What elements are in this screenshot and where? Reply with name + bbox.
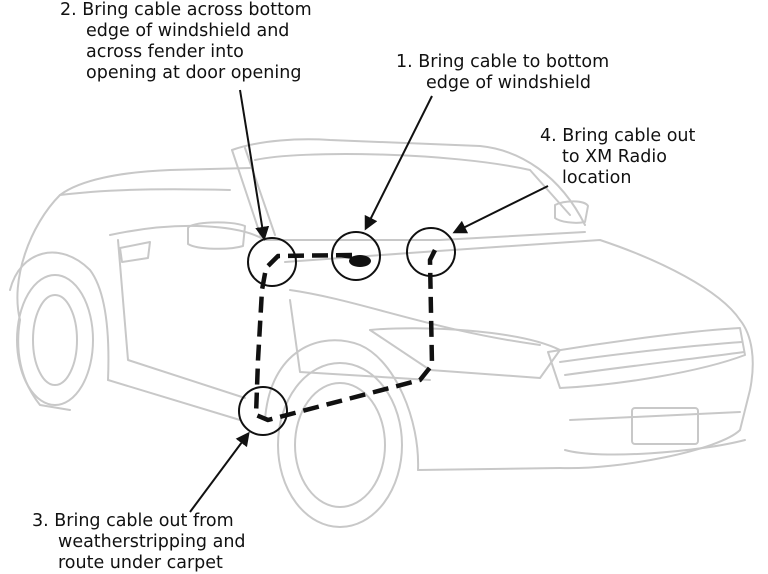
- side-mirror: [187, 221, 246, 250]
- front-wheel-hub: [294, 382, 386, 508]
- leader-arrow-step-1: [364, 95, 433, 231]
- front-bumper: [559, 319, 754, 470]
- circle-step-1: [331, 231, 381, 281]
- circle-step-3: [238, 386, 288, 436]
- circle-step-4: [406, 227, 456, 277]
- front-lower-edge: [417, 467, 561, 471]
- callout-step-4-line-3: location: [562, 168, 632, 188]
- callout-step-3-line-2: weatherstripping and: [58, 532, 246, 552]
- circle-step-2: [247, 237, 297, 287]
- front-wheel-arch: [264, 339, 420, 471]
- car-outline: [9, 138, 754, 528]
- leader-arrow-step-2: [239, 89, 270, 241]
- callout-step-2-line-3: across fender into: [86, 42, 244, 62]
- callout-step-4-line-1: 4. Bring cable out: [540, 126, 696, 146]
- callout-step-2-line-1: 2. Bring cable across bottom: [60, 0, 312, 20]
- rear-wheel-hub: [32, 294, 78, 386]
- door-top-line: [109, 224, 266, 241]
- callout-step-1-line-1: 1. Bring cable to bottom: [396, 52, 610, 72]
- hood-crease: [289, 289, 541, 346]
- front-wheel: [277, 362, 403, 528]
- antenna-puck-icon: [349, 255, 371, 267]
- callout-step-3: 3. Bring cable out from weatherstripping…: [32, 511, 246, 574]
- callout-step-2-line-2: edge of windshield and: [86, 21, 290, 41]
- grille: [547, 327, 746, 389]
- grille-bar-2: [564, 351, 745, 376]
- grille-bar-1: [559, 341, 743, 363]
- windshield-bottom: [264, 231, 586, 241]
- headlight: [369, 329, 561, 379]
- bumper-line: [569, 411, 741, 421]
- car-rear-lower-line: [17, 319, 71, 411]
- callout-step-1: 1. Bring cable to bottom edge of windshi…: [396, 52, 609, 94]
- leader-arrow-step-4: [452, 185, 549, 234]
- windshield-inner: [254, 153, 571, 216]
- callout-step-2-line-4: opening at door opening: [86, 63, 302, 83]
- headlight-top: [369, 327, 561, 351]
- hood-top: [284, 239, 741, 321]
- license-plate: [631, 407, 699, 445]
- callout-step-4: 4. Bring cable out to XM Radio location: [540, 126, 695, 189]
- rear-wheel-arch: [9, 251, 110, 381]
- rear-wheel: [16, 274, 94, 406]
- callout-step-4-line-2: to XM Radio: [562, 147, 667, 167]
- lower-valance: [564, 439, 746, 456]
- door-handle: [119, 241, 151, 263]
- antenna-cable-stub: [337, 255, 353, 259]
- a-pillar: [231, 149, 263, 241]
- callout-step-2: 2. Bring cable across bottom edge of win…: [60, 0, 312, 84]
- leader-arrow-step-3: [189, 431, 250, 513]
- rocker-panel: [107, 379, 241, 421]
- windshield-top: [231, 138, 586, 226]
- callout-step-3-line-1: 3. Bring cable out from: [32, 511, 234, 531]
- callout-step-3-line-3: route under carpet: [58, 553, 223, 573]
- callout-step-1-line-2: edge of windshield: [426, 73, 591, 93]
- cable-route-dashed: [253, 246, 439, 423]
- trunk-edge: [59, 188, 231, 196]
- a-pillar-inner: [244, 147, 276, 236]
- door-lower-line: [117, 239, 246, 399]
- fender-line: [289, 299, 431, 381]
- passenger-mirror: [554, 200, 589, 224]
